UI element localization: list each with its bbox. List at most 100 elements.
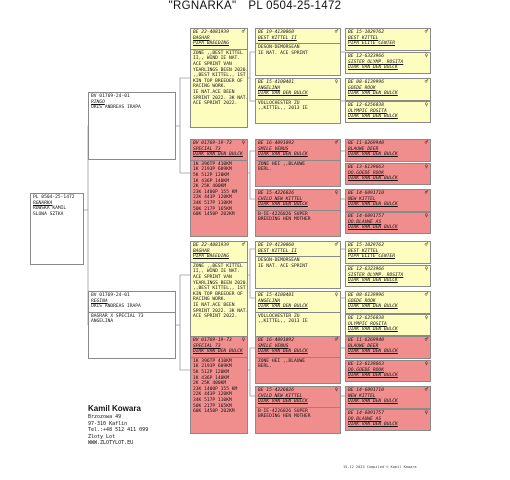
gggp-name: BEST KITTEL bbox=[348, 248, 379, 254]
gp-note: YEARLINGS BEEN 2020. bbox=[193, 280, 248, 286]
gggp-sex-symbol: ♂ bbox=[424, 140, 428, 146]
sire-owner: ORIS ANDREAS IRAPA bbox=[91, 105, 141, 111]
gp-note: 34K 517P 110KM bbox=[193, 397, 232, 403]
footer-note: 15-12-2025 Compiled © Kamil Kowara bbox=[343, 465, 417, 469]
main-line3: SLOWA SZTKA bbox=[33, 211, 64, 217]
gggp-name: DO.GOEDE ROOK bbox=[348, 367, 384, 373]
ggp-sex-symbol: ♂ bbox=[334, 242, 338, 248]
gggp-header: BE 12-6323966♀ bbox=[348, 266, 428, 273]
ggp-breeder: DIRK VAN DEN BULCK bbox=[258, 91, 308, 97]
gggp-ring: BE 15-1029762 bbox=[348, 243, 384, 248]
dam-name: REGINA bbox=[91, 298, 108, 304]
gggp-breeder: DIRK VAN DEN BULCK bbox=[348, 202, 398, 208]
gp-note: 34K 517P 110KM bbox=[193, 200, 232, 206]
gggp-header: BE 14-6091757♀ bbox=[348, 410, 428, 417]
gp-note: 1K 436P 140KM bbox=[193, 178, 229, 184]
gggp-sex-symbol: ♀ bbox=[424, 102, 428, 108]
gp-note: 23K 1400P 155 KM bbox=[193, 189, 238, 195]
gp-note: ZONE ,,BEST KITTEL bbox=[193, 50, 243, 56]
gp-note: KIN TOP BREEDER OF bbox=[193, 78, 243, 84]
gggp-breeder: PIPA ELITE CENTER bbox=[348, 41, 396, 47]
gggp-sex-symbol: ♂ bbox=[424, 190, 428, 196]
gggp-ring: BE 11-6269940 bbox=[348, 338, 384, 343]
ggp-name: SMILE VENUS bbox=[258, 146, 289, 152]
gp-note: KIN TOP BREEDER OF bbox=[193, 291, 243, 297]
gggp-header: BE 08-6139996♂ bbox=[348, 292, 428, 299]
gggp-breeder: DIRK VAN DEN BULCK bbox=[348, 91, 398, 97]
main-bird-card[interactable]: PL 0504-25-1472 RGNARKA ROWSKA KAMIL SLO… bbox=[30, 193, 84, 265]
gggp-header: BE 13-6139663♀ bbox=[348, 361, 428, 368]
gggp-header: BE 08-6139996♂ bbox=[348, 79, 428, 86]
gggp-header: BE 13-6139663 ♀ bbox=[348, 164, 428, 171]
gggp-header: BE 14-6091710♂ bbox=[348, 190, 428, 197]
gp-note: RACING WORK. bbox=[193, 297, 227, 303]
gp-header: BE 22-4081939♂ bbox=[193, 242, 245, 249]
ggp-notes: VOLLOCHESTER ZU,,KITTEL,, 2013 IE bbox=[256, 311, 340, 325]
gp-note: ACE SPRINT 2022. bbox=[193, 101, 238, 107]
gggp-sex-symbol: ♀ bbox=[424, 213, 428, 219]
gp-note: 22K 443P 120KM bbox=[193, 195, 232, 201]
ggp-note: ZONE HEI ,,BLAUWE bbox=[258, 358, 306, 364]
ggp-header: BE 15-4100401♀ bbox=[258, 79, 338, 86]
gggp-breeder: DIRK VAN DEN BULCK bbox=[348, 327, 398, 333]
pedigree-title: "RGNARKA"PL 0504-25-1472 bbox=[0, 0, 510, 12]
gggp-sex-symbol: ♀ bbox=[424, 164, 428, 170]
gp-note: 5K 512P 120KM bbox=[193, 369, 229, 375]
gggp-ring: BE 15-1029762 bbox=[348, 30, 384, 35]
gp-note: 60K 1450P 202KM bbox=[193, 409, 235, 415]
sire-card[interactable]: BV 01769-24-01 RINGO ORIS ANDREAS IRAPA bbox=[88, 92, 176, 160]
gp-note: 1K 396TP 410KM bbox=[193, 358, 232, 364]
owner-line: 97-310 Kaflin bbox=[88, 420, 128, 427]
title-name: "RGNARKA" bbox=[168, 0, 237, 12]
gggp-sex-symbol: ♀ bbox=[424, 361, 428, 367]
gggp-sex-symbol: ♀ bbox=[424, 53, 428, 59]
gggp-ring: BE 14-6091757 bbox=[348, 214, 384, 219]
gggp-ring: BE 13-6139663 bbox=[348, 165, 384, 170]
ggp-sex-symbol: ♀ bbox=[334, 387, 338, 393]
dam-card[interactable]: BV 01769-24-01 REGINA ORIS ANDREAS IRAPA… bbox=[88, 291, 176, 359]
gp-breeder: PIPA BREEDING bbox=[193, 254, 229, 260]
ggp-note: BERL. bbox=[258, 167, 272, 173]
owner-line: Tel.:+48 512 411 099 bbox=[88, 427, 149, 434]
gp-note: II,, WIND IE NAT. bbox=[193, 56, 241, 62]
gggp-name: DO.BLAUWE AS bbox=[348, 416, 382, 422]
gggp-name: NEW KITTEL bbox=[348, 393, 376, 399]
gp-ring: BV 01769-19-73 bbox=[193, 141, 232, 146]
gp-note: 50K 217P 165KM bbox=[193, 206, 232, 212]
gggp-breeder: DIRK VAN DEN BULCK bbox=[348, 349, 398, 355]
gggp-name: BLAUWE DEER bbox=[348, 146, 379, 152]
